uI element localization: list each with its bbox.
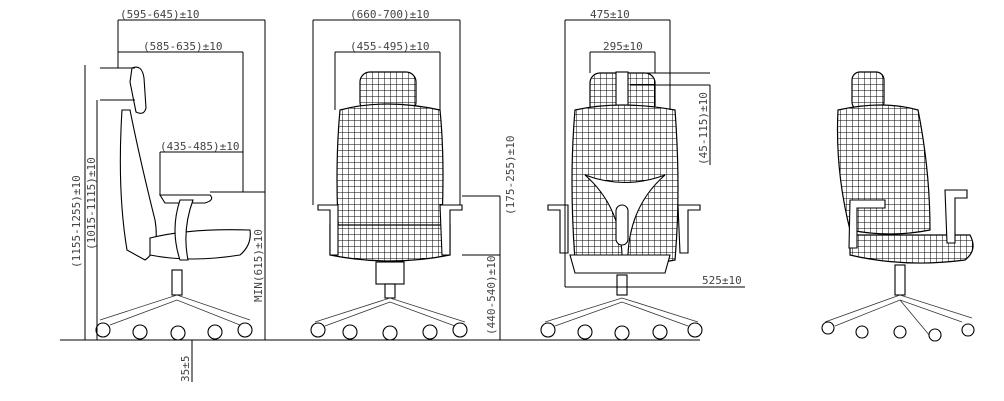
dim-side-back-height: (1015-1115)±10 [85, 157, 98, 250]
dim-headrest-width: 295±10 [603, 40, 643, 53]
perspective-view [821, 71, 975, 342]
dim-front-back-width: (455-495)±10 [350, 40, 429, 53]
dim-front-overall-width: (660-700)±10 [350, 8, 429, 21]
front-view [310, 71, 468, 341]
dim-side-back-depth: (585-635)±10 [143, 40, 222, 53]
dim-side-armrest-height: MIN(615)±10 [252, 229, 265, 302]
dim-side-seat-depth: (435-485)±10 [160, 140, 239, 153]
dim-side-total-height: (1155-1255)±10 [70, 175, 83, 268]
dim-side-overall-depth: (595-645)±10 [120, 8, 199, 21]
side-view [95, 66, 253, 341]
dim-side-base-height: 35±5 [179, 356, 192, 383]
dim-front-armrest-adjust: (175-255)±10 [504, 136, 517, 215]
dim-headrest-adjust: (45-115)±10 [697, 92, 710, 165]
back-dimension-lines [564, 19, 745, 288]
front-dimension-lines [312, 19, 501, 340]
side-dimension-lines [84, 19, 266, 382]
dim-front-seat-height: (440-540)±10 [485, 256, 498, 335]
dim-seat-width: 525±10 [702, 274, 742, 287]
back-view [540, 71, 703, 341]
dim-back-width: 475±10 [590, 8, 630, 21]
